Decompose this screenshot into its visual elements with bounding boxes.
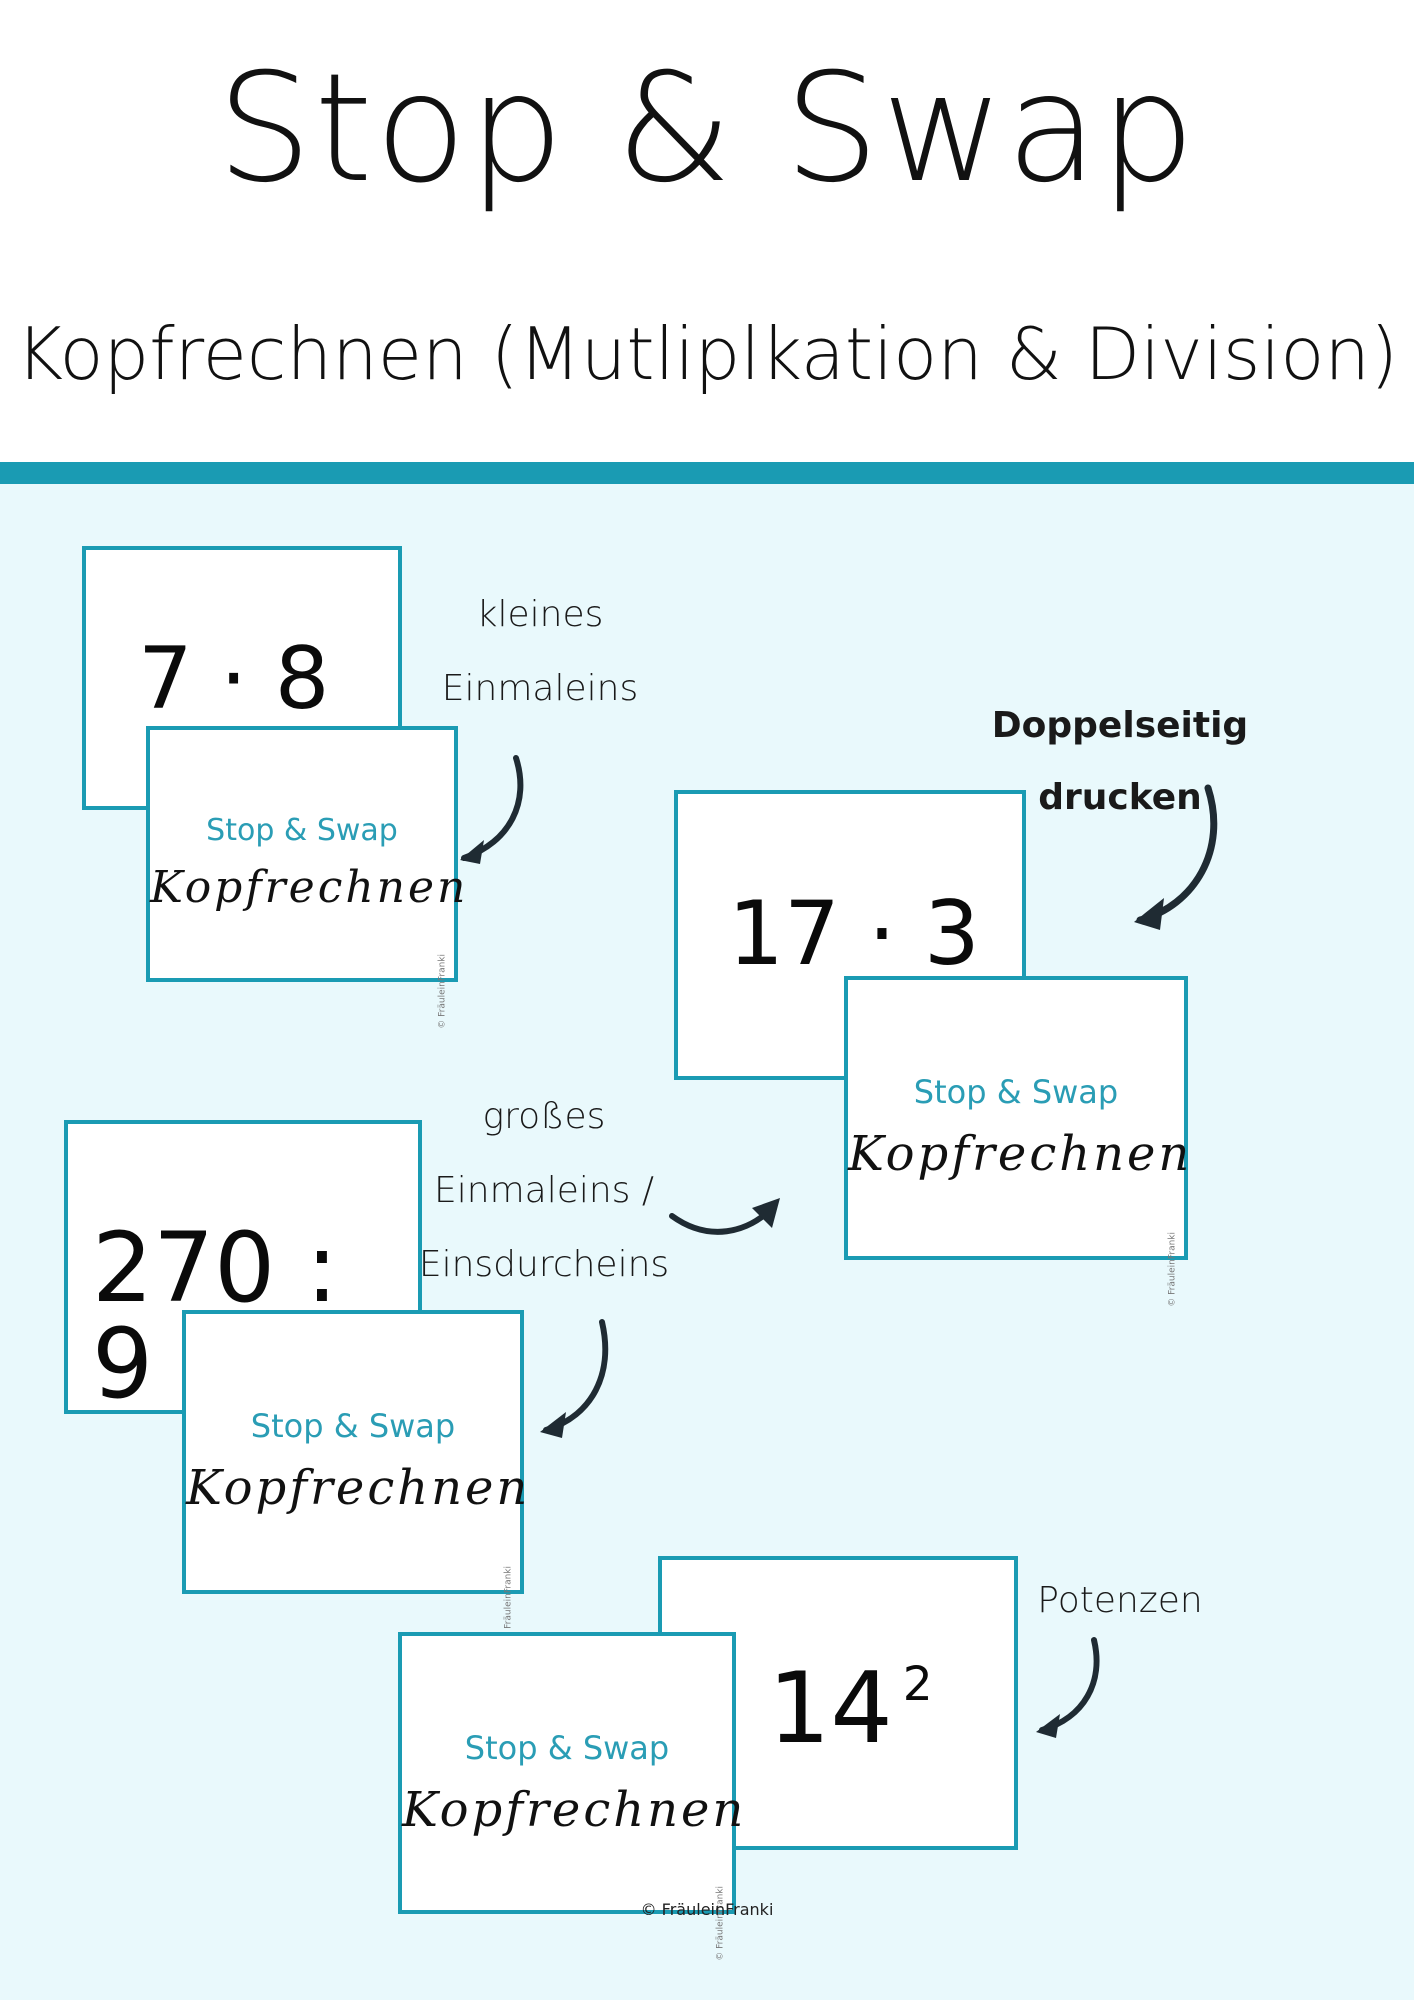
card-back-title: Stop & Swap [250,1407,456,1445]
curved-arrow-icon [460,755,524,864]
header: Stop & Swap Kopfrechnen (Mutliplkation &… [0,0,1414,462]
card-back-title: Stop & Swap [913,1073,1119,1111]
card-back-credit: © FräuleinFranki [716,1886,726,1961]
curved-arrow-icon [669,1198,780,1235]
card-back-title: Stop & Swap [464,1729,670,1767]
card-back-title: Stop & Swap [206,813,398,848]
page-subtitle: Kopfrechnen (Mutliplkation & Division) [15,312,1399,396]
example-label: kleines Einmaleins [441,594,639,709]
print-instruction-label: Doppelseitig drucken [991,705,1249,818]
task-card-back: Stop & Swap Kopfrechnen © FräuleinFranki [182,1310,531,1641]
task-text: 7 · 8 [138,629,330,729]
curved-arrow-icon [1134,784,1218,930]
example-label: Potenzen [1037,1580,1203,1621]
task-base: 14 [768,1652,893,1766]
curved-arrow-icon [540,1319,609,1438]
card-back-credit: © FräuleinFranki [504,1566,514,1641]
footer-credit: © FräuleinFranki [640,1900,774,1919]
card-back-word: Kopfrechnen [848,1126,1193,1182]
card-back-word: Kopfrechnen [150,862,469,913]
example-label: großes Einmaleins / Einsdurcheins [418,1096,670,1285]
card-back-credit: © FräuleinFranki [438,954,448,1029]
task-card-back: Stop & Swap Kopfrechnen © FräuleinFranki [844,976,1193,1307]
card-back-credit: © FräuleinFranki [1168,1232,1178,1307]
task-card-back: Stop & Swap Kopfrechnen © FräuleinFranki [398,1632,747,1961]
accent-divider [0,462,1414,484]
card-back-word: Kopfrechnen [186,1460,531,1516]
task-text: 270 : 9 [92,1212,339,1420]
task-card-back: Stop & Swap Kopfrechnen © FräuleinFranki [146,726,469,1029]
page-title: Stop & Swap [216,42,1198,216]
card-back-word: Kopfrechnen [402,1782,747,1838]
task-text: 17 · 3 [728,882,980,985]
curved-arrow-icon [1036,1637,1100,1738]
task-exponent: 2 [902,1656,933,1712]
